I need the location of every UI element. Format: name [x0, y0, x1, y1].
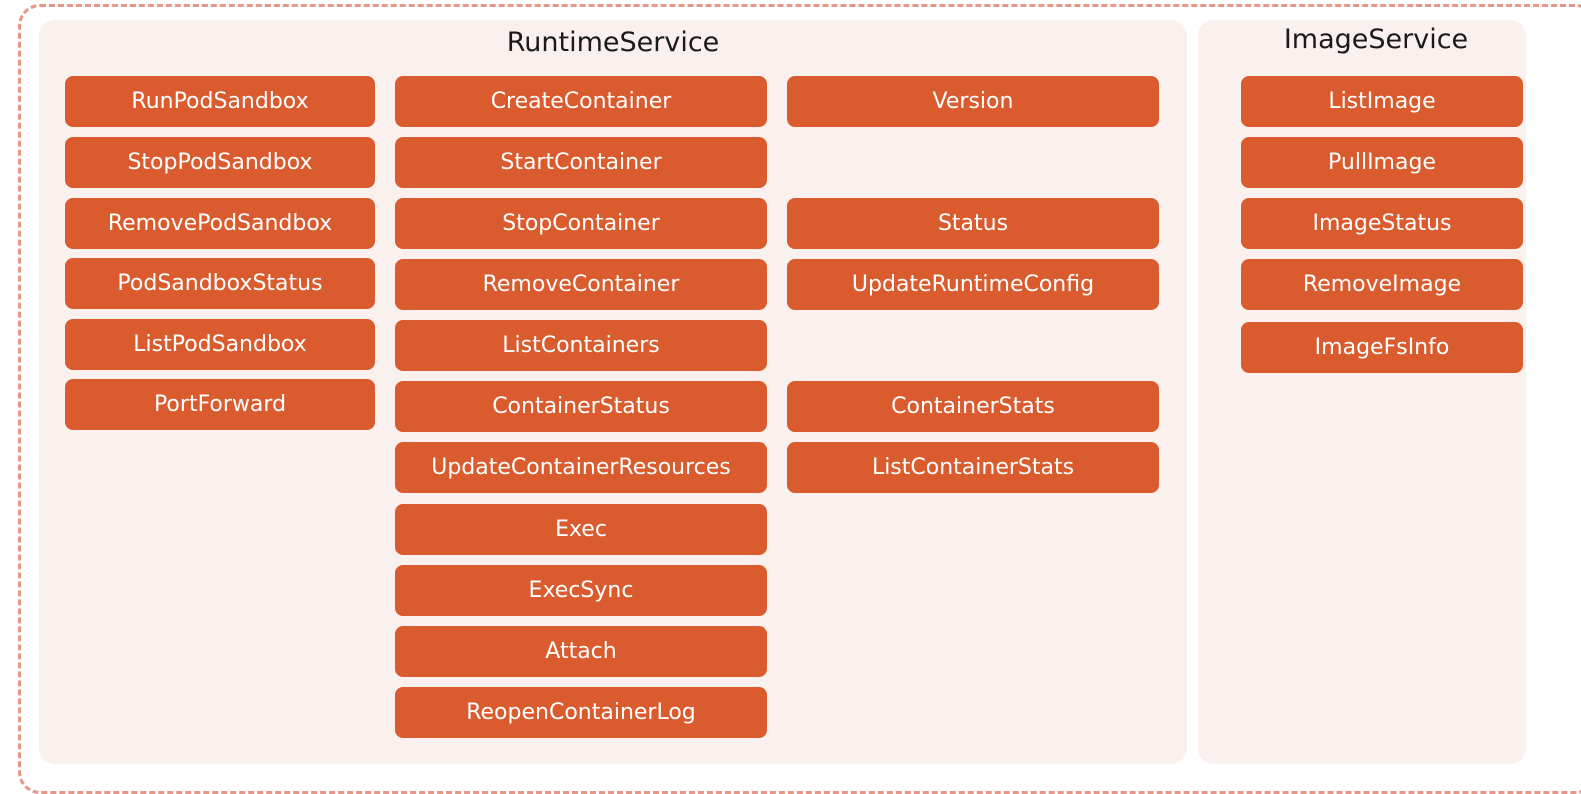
method-stop-pod-sandbox: StopPodSandbox — [65, 137, 375, 188]
method-image-fs-info: ImageFsInfo — [1241, 322, 1523, 373]
method-list-container-stats: ListContainerStats — [787, 442, 1159, 493]
method-run-pod-sandbox: RunPodSandbox — [65, 76, 375, 127]
method-list-pod-sandbox: ListPodSandbox — [65, 319, 375, 370]
method-reopen-container-log: ReopenContainerLog — [395, 687, 767, 738]
image-service-title: ImageService — [1283, 24, 1469, 55]
method-list-containers: ListContainers — [395, 320, 767, 371]
method-update-runtime-config: UpdateRuntimeConfig — [787, 259, 1159, 310]
method-remove-image: RemoveImage — [1241, 259, 1523, 310]
method-status: Status — [787, 198, 1159, 249]
method-pod-sandbox-status: PodSandboxStatus — [65, 258, 375, 309]
method-exec: Exec — [395, 504, 767, 555]
method-image-status: ImageStatus — [1241, 198, 1523, 249]
method-exec-sync: ExecSync — [395, 565, 767, 616]
method-container-status: ContainerStatus — [395, 381, 767, 432]
method-version: Version — [787, 76, 1159, 127]
method-remove-pod-sandbox: RemovePodSandbox — [65, 198, 375, 249]
method-remove-container: RemoveContainer — [395, 259, 767, 310]
method-pull-image: PullImage — [1241, 137, 1523, 188]
method-stop-container: StopContainer — [395, 198, 767, 249]
image-service-panel — [1198, 20, 1526, 764]
method-port-forward: PortForward — [65, 379, 375, 430]
method-create-container: CreateContainer — [395, 76, 767, 127]
method-attach: Attach — [395, 626, 767, 677]
runtime-service-title: RuntimeService — [506, 27, 720, 58]
method-update-container-resources: UpdateContainerResources — [395, 442, 767, 493]
method-list-image: ListImage — [1241, 76, 1523, 127]
method-container-stats: ContainerStats — [787, 381, 1159, 432]
method-start-container: StartContainer — [395, 137, 767, 188]
